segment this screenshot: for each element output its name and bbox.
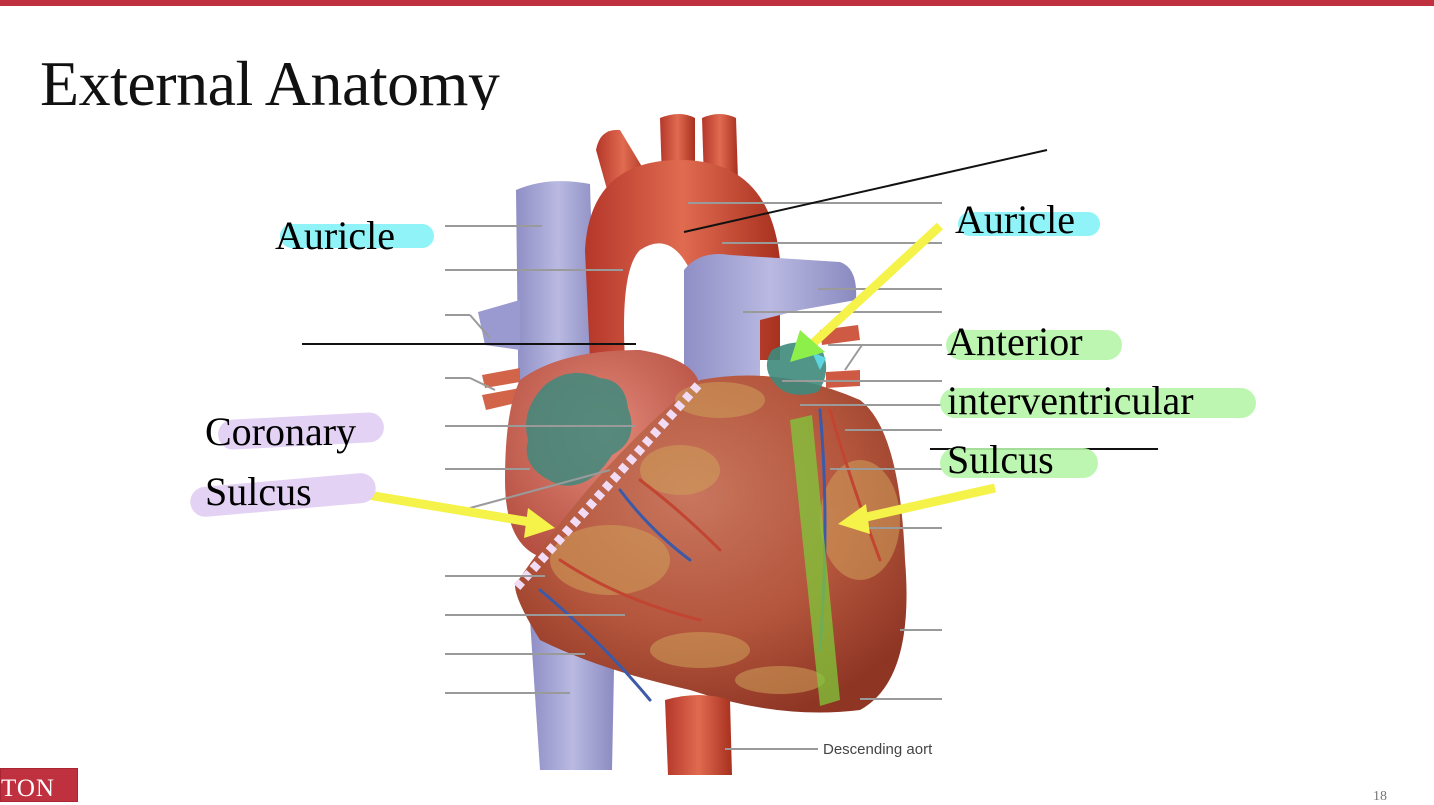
coronary-sulcus-dashed-line <box>513 379 704 591</box>
highlight-anterior <box>946 330 1122 360</box>
page-number: 18 <box>1373 789 1387 804</box>
label-auricle-right: Auricle <box>955 197 1075 242</box>
label-coronary: Coronary <box>205 409 357 454</box>
logo-text: TON <box>1 775 55 802</box>
label-interventricular: interventricular <box>947 378 1194 423</box>
label-auricle-left: Auricle <box>275 213 395 258</box>
descending-aorta <box>665 695 732 775</box>
label-descending-aorta: Descending aort <box>823 741 933 758</box>
leader-lines-left <box>445 225 636 694</box>
slide-top-accent-bar <box>0 0 1434 6</box>
yellow-arrows <box>349 222 996 538</box>
label-sulcus-left: Sulcus <box>205 469 312 514</box>
arrow-head-auricle <box>790 330 825 362</box>
label-sulcus-right: Sulcus <box>947 437 1054 482</box>
highlight-auricle-left <box>280 224 434 248</box>
arrow-head-coronary <box>524 508 555 538</box>
slide-title: External Anatomy <box>40 48 500 119</box>
interventricular-sulcus-highlight <box>790 415 840 706</box>
highlight-interventricular <box>940 388 1256 418</box>
highlight-auricle-right <box>958 212 1100 236</box>
arrow-head-interventricular <box>838 504 870 534</box>
institution-logo: TON <box>0 768 78 802</box>
right-auricle-highlight <box>526 372 632 486</box>
label-anterior: Anterior <box>947 319 1083 364</box>
highlight-sulcus-right <box>940 448 1098 478</box>
pulmonary-trunk <box>684 254 857 400</box>
